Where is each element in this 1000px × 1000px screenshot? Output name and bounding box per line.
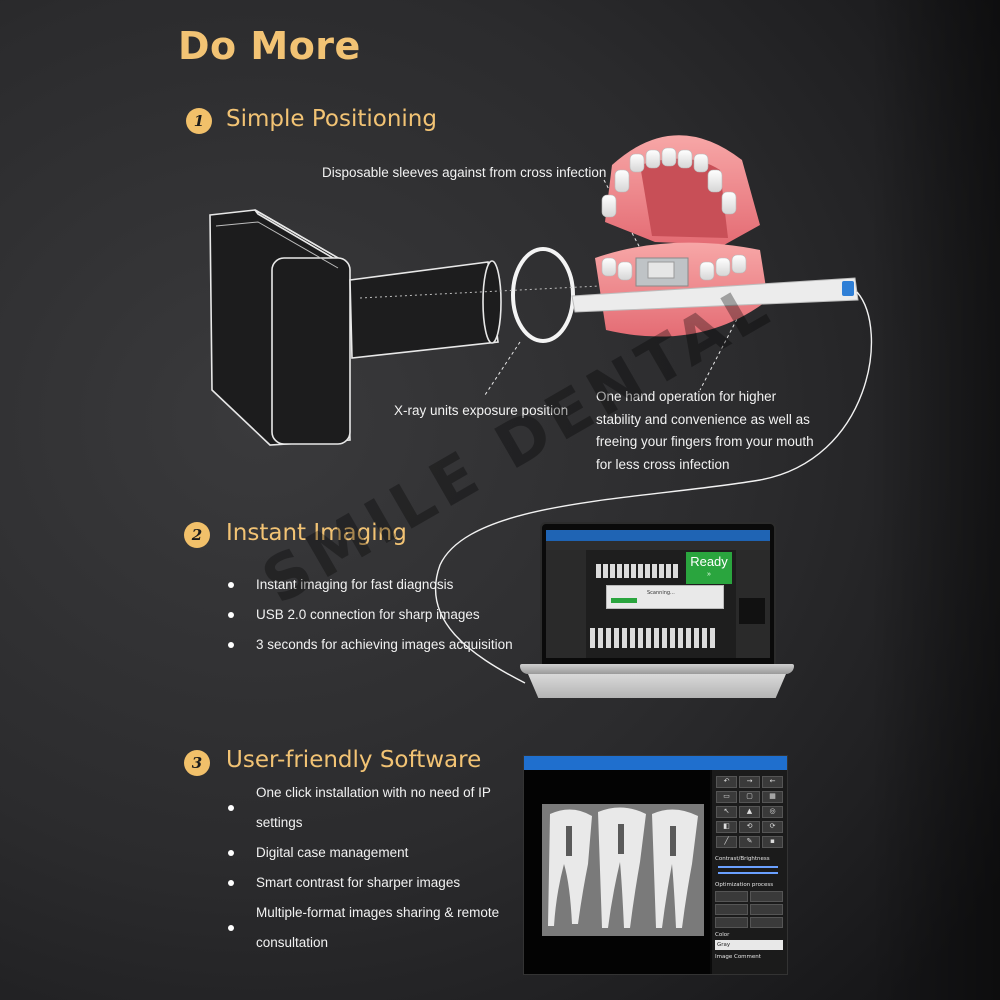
laptop-base <box>528 674 786 698</box>
laptop-hinge <box>520 664 794 674</box>
software-screenshot: ↶→← ▭▢▦ ↖▲◎ ◧⟲⟳ ╱✎▪ Contrast/Brightness … <box>523 755 788 975</box>
pointer-icon[interactable]: ↖ <box>716 806 737 818</box>
filter-button-2[interactable] <box>750 891 783 902</box>
triangle-icon[interactable]: ▲ <box>739 806 760 818</box>
tools-panel: ↶→← ▭▢▦ ↖▲◎ ◧⟲⟳ ╱✎▪ Contrast/Brightness … <box>712 770 787 974</box>
list-item: Instant imaging for fast diagnosis <box>226 570 513 600</box>
xray-teeth-icon <box>542 804 704 936</box>
list-item: USB 2.0 connection for sharp images <box>226 600 513 630</box>
callout-sleeves: Disposable sleeves against from cross in… <box>322 165 607 180</box>
list-item: One click installation with no need of I… <box>226 778 506 838</box>
software-feature-list: One click installation with no need of I… <box>226 778 506 958</box>
list-item: Multiple-format images sharing & remote … <box>226 898 506 958</box>
rotate-left-icon[interactable]: ⟲ <box>739 821 760 833</box>
callout-one-hand: One hand operation for higher stability … <box>596 386 814 476</box>
callout-exposure: X-ray units exposure position <box>394 403 569 418</box>
sensor-holder-icon <box>571 277 859 313</box>
ready-status-sub: » <box>707 571 711 578</box>
window-toolbar <box>546 541 770 550</box>
ready-status-text: Ready <box>690 554 728 569</box>
pen-icon[interactable]: ✎ <box>739 836 760 848</box>
optimization-label: Optimization process <box>715 882 774 888</box>
color-select[interactable]: Gray <box>715 940 783 950</box>
callout-line: One hand operation for higher <box>596 389 777 404</box>
rotate-right-icon[interactable]: ⟳ <box>762 821 783 833</box>
scanning-text: Scanning... <box>647 590 675 596</box>
list-item: Digital case management <box>226 838 506 868</box>
laptop-screen: Ready » Scanning... <box>540 522 776 668</box>
xray-image <box>542 804 704 936</box>
filter-button-4[interactable] <box>750 904 783 915</box>
page-title: Do More <box>178 24 361 68</box>
list-item: 3 seconds for achieving images acquisiti… <box>226 630 513 660</box>
brightness-slider[interactable] <box>718 872 778 874</box>
arrow-left-icon[interactable]: ← <box>762 776 783 788</box>
contrast-slider[interactable] <box>718 866 778 868</box>
image-viewer <box>524 770 710 974</box>
measure-icon[interactable]: ╱ <box>716 836 737 848</box>
scan-progress-bar <box>611 598 637 603</box>
section-3-number: 3 <box>184 750 210 776</box>
imaging-feature-list: Instant imaging for fast diagnosis USB 2… <box>226 570 513 660</box>
imaging-software-window: Ready » Scanning... <box>546 530 770 658</box>
comment-label: Image Comment <box>715 954 761 960</box>
layout-icon[interactable]: ▦ <box>762 791 783 803</box>
section-2-number: 2 <box>184 522 210 548</box>
section-2-title: Instant Imaging <box>226 520 407 546</box>
window-titlebar <box>546 530 770 541</box>
filter-button-6[interactable] <box>750 917 783 928</box>
contrast-label: Contrast/Brightness <box>715 856 770 862</box>
usb-cable-icon <box>434 291 873 684</box>
target-icon[interactable]: ◎ <box>762 806 783 818</box>
callout-line: freeing your fingers from your mouth <box>596 434 814 449</box>
color-label: Color <box>715 932 730 938</box>
invert-icon[interactable]: ◧ <box>716 821 737 833</box>
teeth-chart-icon <box>546 550 770 658</box>
ready-status-badge: Ready » <box>686 552 732 584</box>
arrow-right-icon[interactable]: → <box>739 776 760 788</box>
list-item: Smart contrast for sharper images <box>226 868 506 898</box>
window-titlebar <box>524 756 787 770</box>
save-icon[interactable]: ▪ <box>762 836 783 848</box>
scanning-dialog: Scanning... <box>606 585 724 609</box>
filter-button-5[interactable] <box>715 917 748 928</box>
rectangle-icon[interactable]: ▭ <box>716 791 737 803</box>
xray-unit-icon <box>209 209 502 446</box>
section-3-title: User-friendly Software <box>226 747 482 773</box>
filter-button-1[interactable] <box>715 891 748 902</box>
undo-icon[interactable]: ↶ <box>716 776 737 788</box>
aiming-ring-icon <box>511 247 575 343</box>
filter-button-3[interactable] <box>715 904 748 915</box>
tool-grid: ↶→← ▭▢▦ ↖▲◎ ◧⟲⟳ ╱✎▪ <box>716 776 783 848</box>
section-1-number: 1 <box>186 108 212 134</box>
frame-icon[interactable]: ▢ <box>739 791 760 803</box>
callout-line: stability and convenience as well as <box>596 411 810 427</box>
section-1-title: Simple Positioning <box>226 106 437 132</box>
callout-line: for less cross infection <box>596 456 730 472</box>
